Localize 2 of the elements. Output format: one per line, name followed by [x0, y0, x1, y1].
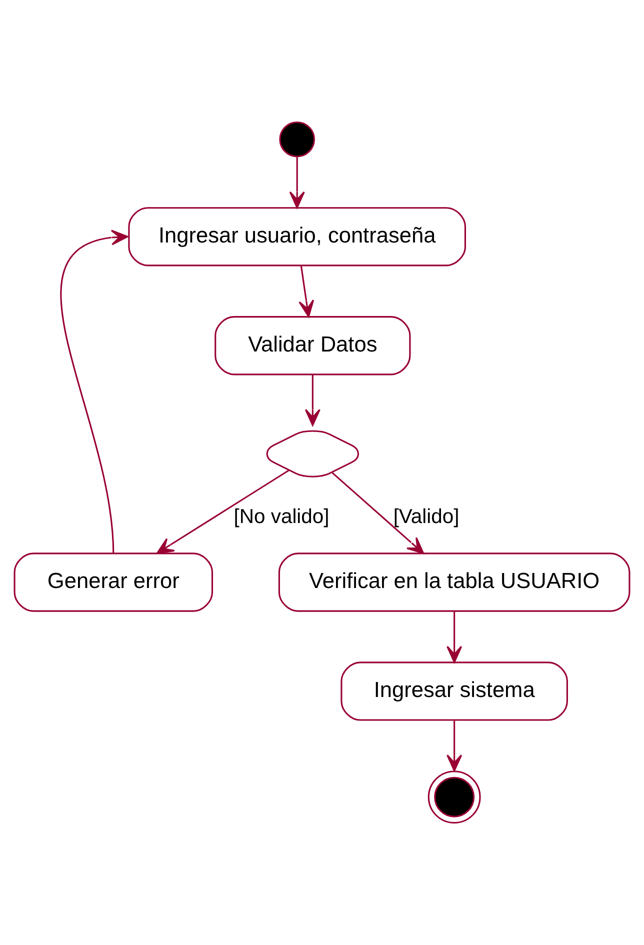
edge-label: [Valido] — [393, 506, 460, 528]
edge-label: [No valido] — [234, 506, 330, 528]
